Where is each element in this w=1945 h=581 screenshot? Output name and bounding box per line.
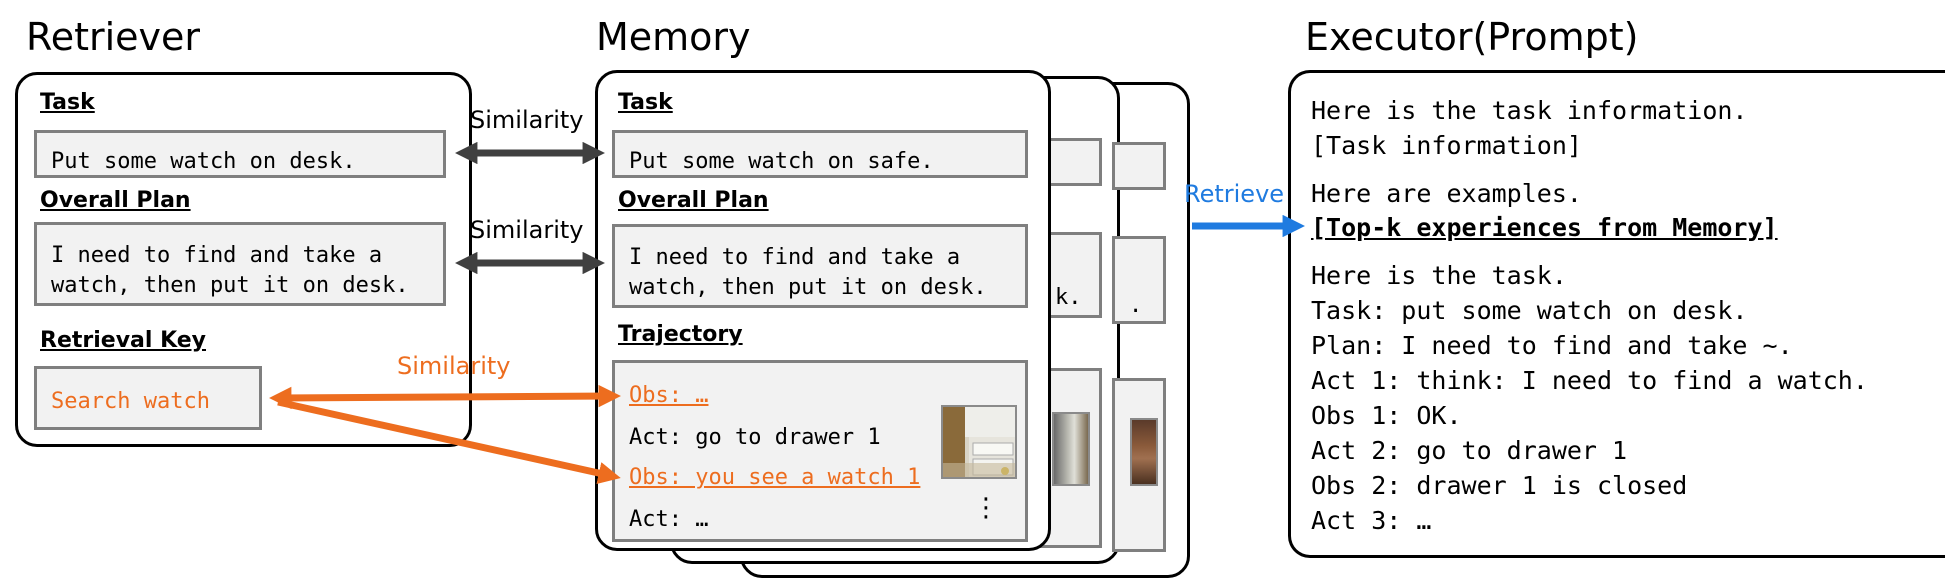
memory-trajectory-label: Trajectory xyxy=(618,322,743,347)
memory-trajectory-box: Obs: … Act: go to drawer 1 Obs: you see … xyxy=(612,360,1028,542)
room-thumbnail-image xyxy=(943,407,1015,477)
retriever-key-label: Retrieval Key xyxy=(40,328,206,353)
memory-plan-label: Overall Plan xyxy=(618,188,769,213)
retriever-task-box: Put some watch on desk. xyxy=(34,130,446,178)
prompt-line-1: Here is the task information. xyxy=(1311,96,1748,125)
prompt-task-line-2: Task: put some watch on desk. xyxy=(1311,296,1748,325)
memory-plan-line-1: I need to find and take a xyxy=(629,245,961,270)
retriever-plan-line-1: I need to find and take a xyxy=(51,243,383,268)
trajectory-obs-1: Obs: … xyxy=(629,383,709,408)
prompt-topk-placeholder: [Top-k experiences from Memory] xyxy=(1311,213,1778,242)
trajectory-ellipsis: ⋮ xyxy=(973,493,999,523)
memory-task-text: Put some watch on safe. xyxy=(629,149,934,174)
trajectory-obs-2: Obs: you see a watch 1 xyxy=(629,465,921,490)
prompt-task-line-4: Act 1: think: I need to find a watch. xyxy=(1311,366,1868,395)
retriever-key-text: Search watch xyxy=(51,389,210,414)
memory-back-box-task-2 xyxy=(1112,142,1166,190)
trajectory-act-2: Act: … xyxy=(629,507,709,532)
similarity-key-label: Similarity xyxy=(397,352,511,380)
retrieve-label: Retrieve xyxy=(1184,180,1285,208)
room-thumbnail-back-1 xyxy=(1052,412,1090,486)
memory-back-fragment-2: . xyxy=(1129,293,1143,318)
prompt-task-line-1: Here is the task. xyxy=(1311,261,1567,290)
memory-task-label: Task xyxy=(618,90,673,115)
retriever-task-label: Task xyxy=(40,90,95,115)
retriever-key-box: Search watch xyxy=(34,366,262,430)
retriever-task-text: Put some watch on desk. xyxy=(51,149,356,174)
retriever-plan-line-2: watch, then put it on desk. xyxy=(51,273,409,298)
retriever-plan-label: Overall Plan xyxy=(40,188,191,213)
executor-heading: Executor(Prompt) xyxy=(1305,15,1639,59)
memory-plan-line-2: watch, then put it on desk. xyxy=(629,275,987,300)
prompt-task-line-8: Act 3: … xyxy=(1311,506,1432,535)
prompt-task-line-7: Obs 2: drawer 1 is closed xyxy=(1311,471,1688,500)
executor-panel xyxy=(1288,70,1945,558)
memory-task-box: Put some watch on safe. xyxy=(612,130,1028,178)
room-thumbnail xyxy=(941,405,1017,479)
memory-back-box-plan-2: . xyxy=(1112,236,1166,324)
prompt-examples-intro: Here are examples. xyxy=(1311,179,1582,208)
prompt-task-line-6: Act 2: go to drawer 1 xyxy=(1311,436,1628,465)
retriever-heading: Retriever xyxy=(26,15,201,59)
prompt-task-line-3: Plan: I need to find and take ~. xyxy=(1311,331,1793,360)
room-thumbnail-back-2 xyxy=(1130,418,1158,486)
similarity-plan-label: Similarity xyxy=(470,216,584,244)
retriever-plan-box: I need to find and take a watch, then pu… xyxy=(34,222,446,306)
similarity-task-label: Similarity xyxy=(470,106,584,134)
memory-plan-box: I need to find and take a watch, then pu… xyxy=(612,224,1028,308)
memory-back-fragment-1: k. xyxy=(1055,285,1082,310)
memory-heading: Memory xyxy=(596,15,751,59)
trajectory-act-1: Act: go to drawer 1 xyxy=(629,425,881,450)
prompt-task-line-5: Obs 1: OK. xyxy=(1311,401,1462,430)
prompt-line-2: [Task information] xyxy=(1311,131,1582,160)
